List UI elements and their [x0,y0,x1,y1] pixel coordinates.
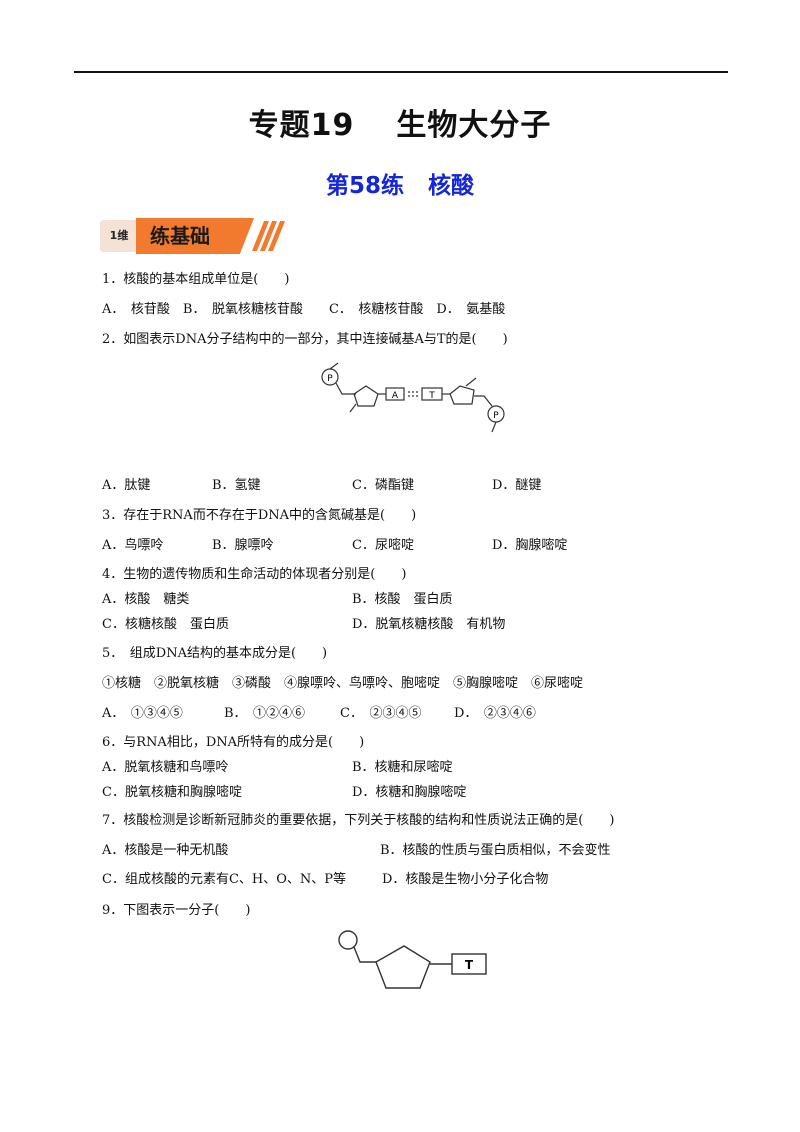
q7-option-b: B．核酸的性质与蛋白质相似，不会变性 [380,843,611,858]
q5-stem: 5． 组成DNA结构的基本成分是( ) [102,646,328,661]
q4-option-b: B．核酸 蛋白质 [352,592,453,607]
q4-option-c: C．核糖核酸 蛋白质 [102,617,229,632]
section-bar [136,218,254,254]
base-t-label: T [428,391,435,401]
q5-option-c: C． ②③④⑤ [340,706,422,721]
q3-stem: 3．存在于RNA而不存在于DNA中的含氮碱基是( ) [102,508,417,523]
q1-stem: 1．核酸的基本组成单位是( ) [102,272,290,287]
q7-stem: 7．核酸检测是诊断新冠肺炎的重要依据，下列关于核酸的结构和性质说法正确的是( ) [102,813,615,828]
top-rule [74,71,728,73]
q3-option-a: A．鸟嘌呤 [102,538,164,553]
lesson-title: 第58练核酸 [325,173,474,199]
q2-option-d: D．醚键 [492,478,542,493]
q5-items: ①核糖 ②脱氧核糖 ③磷酸 ④腺嘌呤、鸟嘌呤、胞嘧啶 ⑤胸腺嘧啶 ⑥尿嘧啶 [102,676,584,691]
q5-option-a: A． ①③④⑤ [102,706,183,721]
section-badge: 1维 [100,220,138,252]
phosphate-label: P [493,411,499,421]
q6-option-b: B．核糖和尿嘧啶 [352,760,453,775]
q2-stem: 2．如图表示DNA分子结构中的一部分，其中连接碱基A与T的是( ) [102,332,508,347]
dna-fragment-diagram: P A T P [321,362,505,433]
q6-stem: 6．与RNA相比，DNA所特有的成分是( ) [102,735,365,750]
q2-option-c: C．磷酯键 [352,478,414,493]
q5-option-d: D． ②③④⑥ [454,706,536,721]
q9-stem: 9．下图表示一分子( ) [102,903,251,918]
q1-options: A． 核苷酸 B． 脱氧核糖核苷酸 C． 核糖核苷酸 D． 氨基酸 [102,302,506,317]
q7-option-a: A．核酸是一种无机酸 [102,843,229,858]
phosphate-label: P [327,374,333,384]
q6-option-c: C．脱氧核糖和胸腺嘧啶 [102,785,242,800]
q4-option-d: D．脱氧核糖核酸 有机物 [352,617,506,632]
section-banner: 1维 练基础 [100,218,286,256]
q3-option-c: C．尿嘧啶 [352,538,414,553]
q4-stem: 4．生物的遗传物质和生命活动的体现者分别是( ) [102,567,407,582]
q6-option-a: A．脱氧核糖和鸟嘌呤 [102,760,229,775]
q7-option-d: D．核酸是生物小分子化合物 [382,872,549,887]
base-t-label: T [465,958,474,972]
q7-option-c: C．组成核酸的元素有C、H、O、N、P等 [102,872,347,887]
section-label: 练基础 [150,224,210,248]
q3-option-d: D．胸腺嘧啶 [492,538,568,553]
q2-option-b: B．氢键 [212,478,261,493]
q5-option-b: B． ①②④⑥ [224,706,306,721]
q4-option-a: A．核酸 糖类 [102,592,190,607]
q3-option-b: B．腺嘌呤 [212,538,274,553]
q6-option-d: D．核糖和胸腺嘧啶 [352,785,467,800]
base-a-label: A [392,391,399,401]
nucleotide-diagram: T [338,930,487,989]
q2-option-a: A．肽键 [102,478,151,493]
